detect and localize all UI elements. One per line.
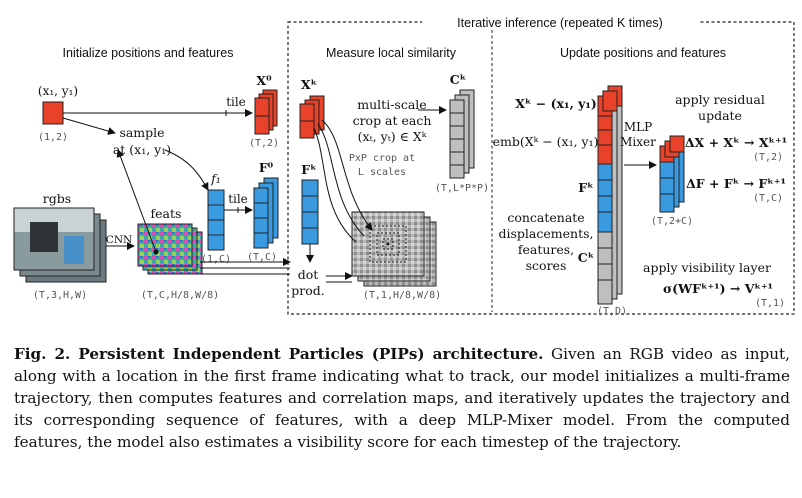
label-resid-1: apply residual bbox=[675, 92, 765, 107]
caption-label: Fig. 2. Persistent Independent Particles… bbox=[14, 345, 544, 363]
label-crop-3: (xₜ, yₜ) ∈ Xᵏ bbox=[358, 129, 427, 144]
arrow-sample-to-f1 bbox=[164, 149, 209, 191]
iterative-title: Iterative inference (repeated K times) bbox=[457, 16, 663, 30]
label-emb: emb(Xᵏ − (x₁, y₁)) bbox=[493, 134, 604, 149]
section-init-title: Initialize positions and features bbox=[63, 46, 234, 60]
label-ck-update: Cᵏ bbox=[578, 250, 595, 265]
caption-text: Given an RGB video as input, along with … bbox=[14, 345, 790, 451]
output-stack bbox=[659, 135, 685, 213]
label-dot-2: prod. bbox=[291, 283, 324, 298]
label-concat-4: scores bbox=[526, 258, 567, 273]
shape-x0: (T,2) bbox=[249, 138, 279, 149]
label-dot-1: dot bbox=[298, 267, 319, 282]
section-measure-title: Measure local similarity bbox=[326, 46, 457, 60]
label-pxp-1: PxP crop at bbox=[349, 153, 415, 164]
label-fk-measure: Fᵏ bbox=[301, 162, 316, 177]
f0-stack bbox=[253, 177, 279, 249]
arrow-xk-to-corr-3 bbox=[313, 127, 357, 243]
label-sample-1: sample bbox=[119, 125, 164, 140]
label-cnn: CNN bbox=[106, 234, 132, 246]
arrow-xk-to-corr-2 bbox=[317, 123, 365, 237]
label-visibility: apply visibility layer bbox=[643, 260, 771, 275]
figure-caption: Fig. 2. Persistent Independent Particles… bbox=[14, 343, 790, 453]
eq-visibility: σ(WFᵏ⁺¹) → Vᵏ⁺¹ bbox=[663, 281, 773, 296]
label-x0: X⁰ bbox=[256, 73, 272, 88]
rgbs-image-stack bbox=[13, 207, 107, 283]
iterative-box: Iterative inference (repeated K times) bbox=[287, 14, 795, 315]
label-sample-2: at (x₁, y₁) bbox=[113, 142, 171, 157]
label-mlp-1: MLP bbox=[624, 120, 652, 134]
feats-stack bbox=[137, 223, 203, 275]
correlation-map-stack bbox=[351, 211, 437, 287]
fk-column-measure bbox=[301, 179, 319, 245]
shape-out: (T,2+C) bbox=[651, 216, 693, 227]
shape-rgbs: (T,3,H,W) bbox=[33, 290, 87, 301]
shape-f1: (1,C) bbox=[201, 254, 231, 265]
shape-eq-x: (T,2) bbox=[753, 152, 783, 163]
label-concat-3: features, bbox=[518, 242, 574, 257]
label-xk-measure: Xᵏ bbox=[301, 77, 317, 92]
shape-feats: (T,C,H/8,W/8) bbox=[141, 290, 219, 301]
label-feats: feats bbox=[151, 206, 182, 221]
label-f1: f₁ bbox=[210, 171, 221, 186]
eq-f-update: ΔF + Fᵏ → Fᵏ⁺¹ bbox=[686, 176, 786, 191]
shape-td: (T,D) bbox=[597, 306, 627, 317]
label-resid-2: update bbox=[698, 108, 742, 123]
label-concat-2: displacements, bbox=[499, 226, 594, 241]
label-x1y1: (x₁, y₁) bbox=[38, 84, 78, 98]
shape-ck: (T,L*P*P) bbox=[435, 183, 489, 194]
label-tile-1: tile bbox=[226, 95, 246, 109]
label-concat-1: concatenate bbox=[507, 210, 584, 225]
query-point-block bbox=[42, 101, 64, 125]
concat-stack bbox=[597, 85, 623, 305]
arrow-feats-to-sample bbox=[116, 149, 157, 253]
shape-corr: (T,1,H/8,W/8) bbox=[363, 290, 441, 301]
arrow-xk-to-corr-1 bbox=[321, 119, 373, 231]
label-tile-2: tile bbox=[228, 192, 248, 206]
label-crop-1: multi-scale bbox=[357, 97, 426, 112]
xk-stack-measure bbox=[299, 95, 325, 139]
shape-eq-f: (T,C) bbox=[753, 193, 783, 204]
ck-stack bbox=[449, 89, 475, 179]
label-mlp-2: Mixer bbox=[620, 135, 656, 149]
architecture-diagram: Iterative inference (repeated K times) I… bbox=[13, 14, 795, 317]
label-f0: F⁰ bbox=[259, 160, 274, 175]
label-fk-update: Fᵏ bbox=[578, 180, 593, 195]
arrow-point-to-sample bbox=[62, 117, 116, 135]
label-ck-measure: Cᵏ bbox=[450, 72, 467, 87]
label-crop-2: crop at each bbox=[353, 113, 432, 128]
label-pxp-2: L scales bbox=[358, 167, 406, 178]
f1-column bbox=[207, 189, 225, 251]
shape-x1y1: (1,2) bbox=[38, 132, 68, 143]
label-rgbs: rgbs bbox=[43, 191, 71, 206]
eq-x-update: ΔX + Xᵏ → Xᵏ⁺¹ bbox=[685, 135, 787, 150]
section-update-title: Update positions and features bbox=[560, 46, 726, 60]
x0-stack bbox=[254, 89, 278, 135]
shape-v: (T,1) bbox=[755, 298, 785, 309]
shape-f0: (T,C) bbox=[247, 252, 277, 263]
label-disp: Xᵏ − (x₁, y₁) bbox=[515, 96, 597, 111]
